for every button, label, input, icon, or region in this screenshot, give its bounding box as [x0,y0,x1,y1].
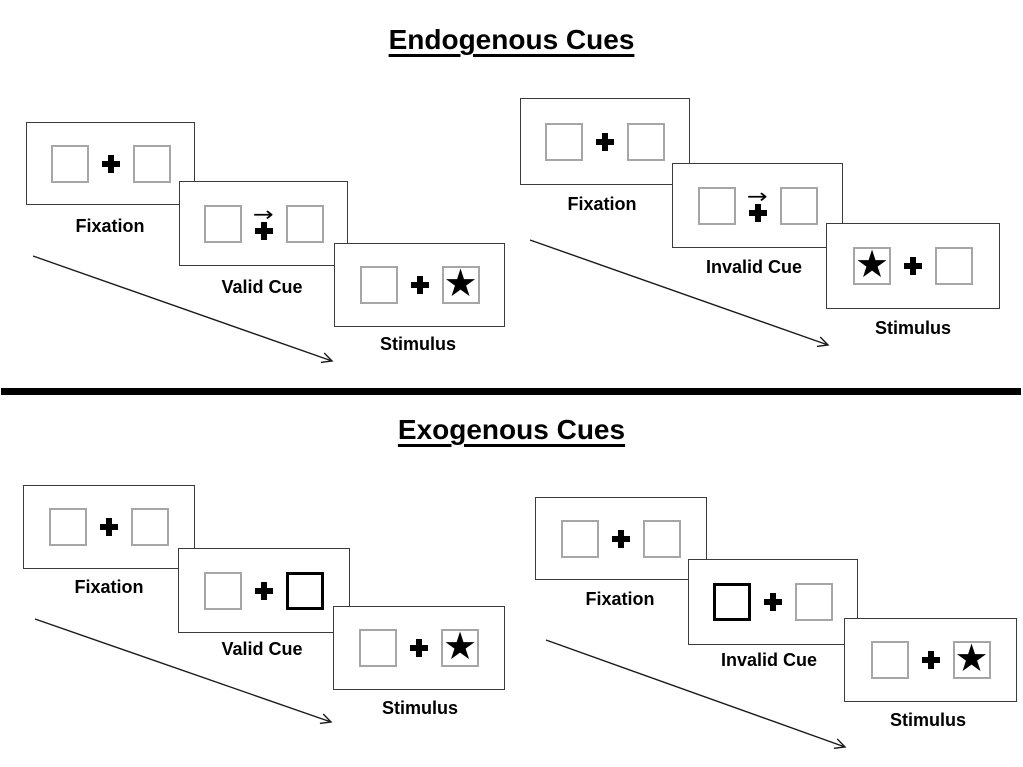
left-box [203,204,242,243]
right-box [935,247,973,285]
star-icon: ★ [442,624,478,668]
fixation-cross-icon [596,132,614,151]
fixation-cross-icon [410,639,428,657]
panel-label: Stimulus [874,318,952,338]
right-box [627,122,665,161]
endogenous-invalid-cue-panel: → [672,163,843,248]
left-box [561,519,599,558]
left-box [359,629,397,667]
sequence-arrow [32,255,334,364]
fixation-cross-icon [921,651,940,669]
right-box-highlighted [286,571,324,610]
fixation-cross-icon [254,221,273,240]
exogenous-invalid-stimulus-panel: ★ [844,618,1017,702]
right-box [643,519,681,558]
exogenous-invalid-cue-panel [688,559,858,645]
exogenous-valid-stimulus-panel: ★ [333,606,505,690]
left-box [697,186,736,225]
right-box [795,583,833,621]
panel-label: Stimulus [889,710,967,730]
fixation-cross-icon [255,581,273,600]
endogenous-valid-stimulus-panel: ★ [334,243,505,327]
panel-label: Stimulus [381,698,459,718]
fixation-cross-icon [764,593,782,611]
fixation-cross-icon [100,518,118,536]
sequence-arrow [529,239,830,348]
panel-label: Stimulus [379,334,457,354]
section-title-endogenous: Endogenous Cues [388,24,635,55]
endogenous-valid-fixation-panel [26,122,195,205]
panel-label: Invalid Cue [705,257,803,277]
fixation-cross-icon [904,257,922,275]
fixation-cross-icon [612,529,630,548]
panel-label: Fixation [75,216,145,236]
right-box [779,186,818,225]
left-box [50,144,89,183]
exogenous-valid-cue-panel [178,548,350,633]
endogenous-invalid-fixation-panel [520,98,690,185]
exogenous-valid-fixation-panel [23,485,195,569]
endogenous-invalid-stimulus-panel: ★ [826,223,1000,309]
cue-arrow-right-icon: → [253,201,274,226]
fixation-cross-icon [410,276,429,294]
right-box: ★ [952,636,991,680]
left-box [545,122,583,161]
panel-label: Valid Cue [221,639,303,659]
section-title-exogenous: Exogenous Cues [397,414,626,445]
section-divider [1,388,1021,395]
left-box [870,641,909,679]
sequence-arrow [545,639,847,750]
panel-label: Fixation [585,589,655,609]
endogenous-valid-cue-panel: → [179,181,348,266]
right-box [132,144,171,183]
right-box [131,508,169,546]
star-icon: ★ [854,242,890,286]
left-box [359,266,398,304]
left-box: ★ [853,242,891,286]
panel-label: Valid Cue [221,277,303,297]
star-icon: ★ [443,261,478,305]
left-box-highlighted [713,583,751,621]
exogenous-invalid-fixation-panel [535,497,707,580]
right-box: ★ [441,624,479,668]
panel-label: Fixation [567,194,637,214]
sequence-arrow [34,618,333,725]
fixation-cross-icon [748,203,767,222]
right-box: ★ [441,261,480,305]
left-box [204,571,242,610]
fixation-cross-icon [101,154,120,173]
cue-arrow-right-icon: → [747,183,768,208]
left-box [49,508,87,546]
right-box [285,204,324,243]
panel-label: Fixation [74,577,144,597]
panel-label: Invalid Cue [720,650,818,670]
star-icon: ★ [954,636,989,680]
